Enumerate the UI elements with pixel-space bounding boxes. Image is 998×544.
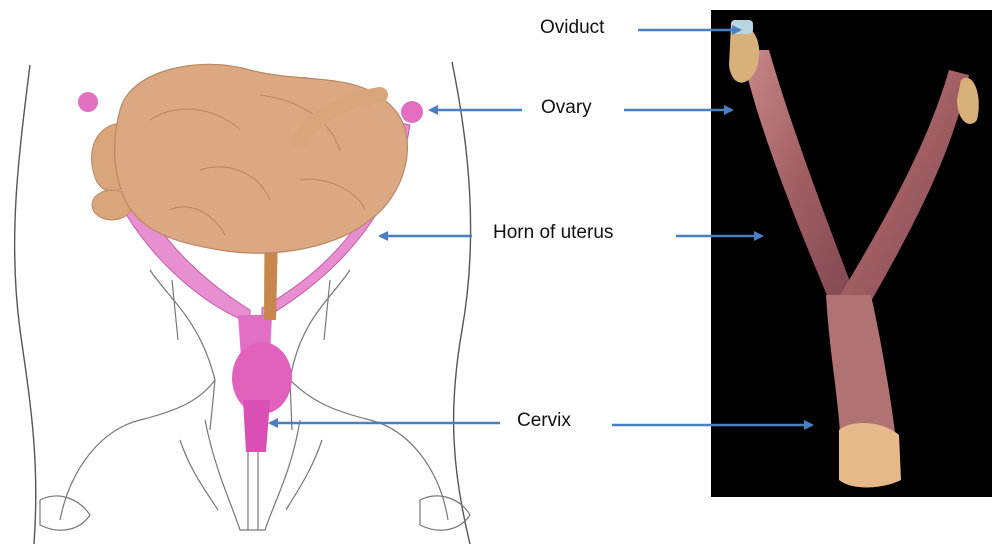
label-oviduct: Oviduct (540, 18, 604, 37)
label-ovary: Ovary (541, 98, 592, 117)
label-cervix: Cervix (517, 411, 571, 430)
label-horn-of-uterus: Horn of uterus (493, 223, 613, 242)
